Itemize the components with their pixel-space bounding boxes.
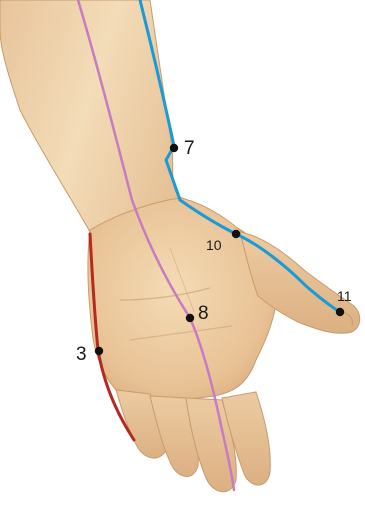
forearm (0, 0, 244, 232)
point-10-label: 10 (206, 238, 222, 252)
point-3-dot (95, 347, 103, 355)
point-11-dot (336, 308, 344, 316)
point-10-dot (232, 230, 240, 238)
point-8-dot (186, 314, 194, 322)
point-7-dot (170, 144, 178, 152)
point-7-label: 7 (184, 139, 195, 158)
point-8-label: 8 (198, 304, 209, 323)
palm (88, 198, 278, 399)
point-3-label: 3 (76, 345, 87, 364)
point-11-label: 11 (337, 289, 352, 303)
